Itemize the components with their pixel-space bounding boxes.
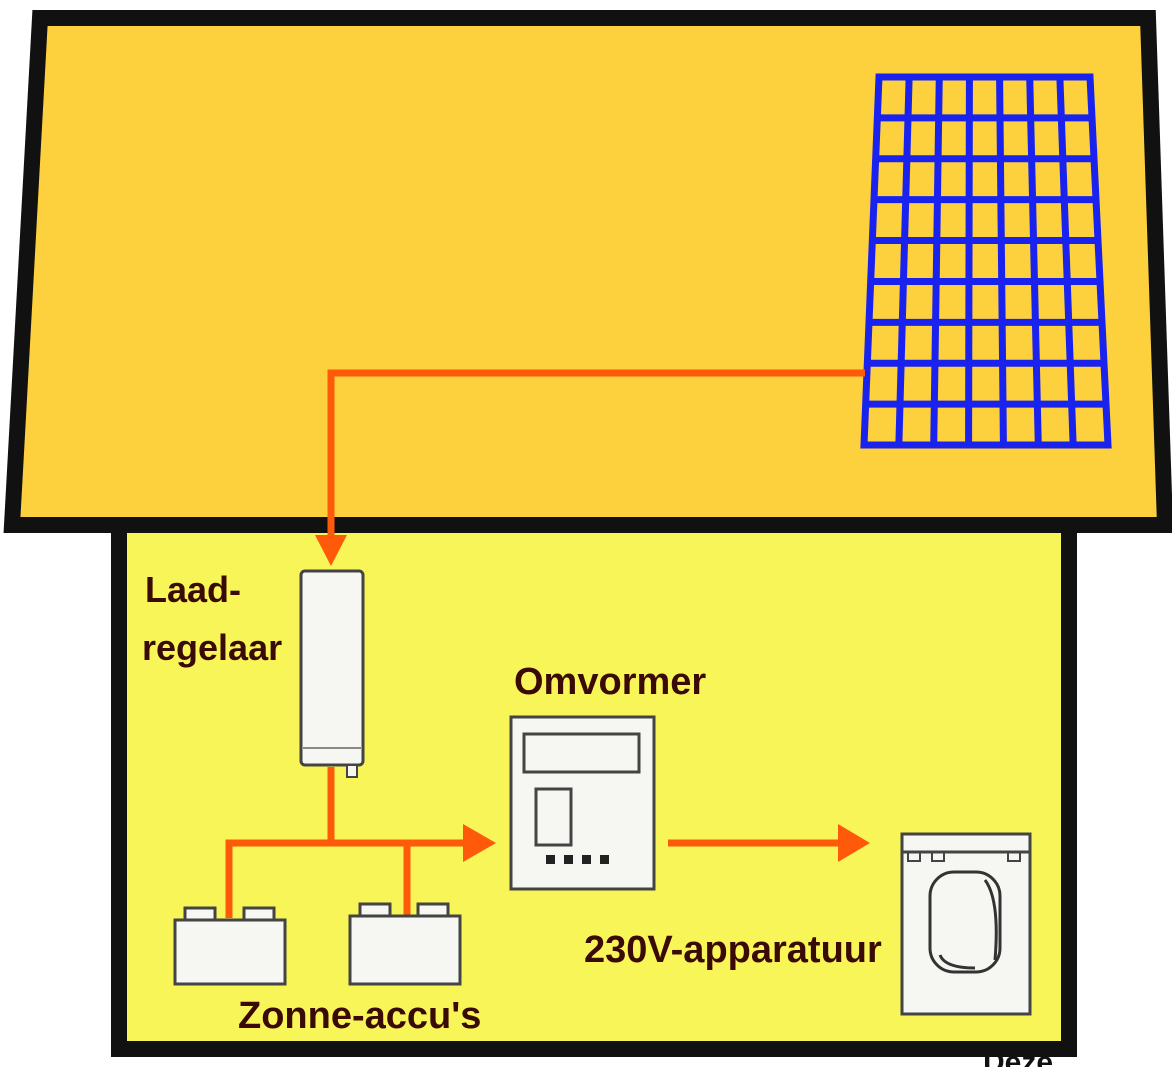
solar-panel-column-line bbox=[965, 76, 973, 446]
label-appliances: 230V-apparatuur bbox=[584, 929, 882, 971]
label-charge-controller-line1: Laad- bbox=[145, 569, 241, 610]
solar-panel bbox=[860, 73, 1112, 449]
cropped-caption: Deze bbox=[983, 1046, 1053, 1067]
wire-panel-to-controller bbox=[327, 369, 865, 548]
inverter bbox=[509, 715, 656, 891]
label-batteries: Zonne-accu's bbox=[238, 995, 481, 1037]
solar-panel-column-line bbox=[930, 76, 943, 446]
label-inverter: Omvormer bbox=[514, 661, 706, 703]
battery-right bbox=[348, 902, 462, 986]
roof bbox=[3, 9, 1172, 533]
arrowhead-right-appliance bbox=[838, 824, 870, 862]
battery-left bbox=[173, 906, 287, 986]
charge-controller bbox=[299, 569, 365, 778]
wiring bbox=[225, 369, 865, 918]
wire-bus-to-inverter bbox=[225, 839, 470, 918]
controller-connector bbox=[346, 764, 358, 778]
solar-panel-column-line bbox=[895, 76, 913, 446]
inverter-buttons bbox=[546, 855, 609, 864]
arrowhead-right-inverter bbox=[463, 824, 496, 862]
inverter-panel bbox=[534, 787, 573, 847]
washing-machine-icon bbox=[900, 832, 1032, 1016]
solar-panel-column-line bbox=[1026, 76, 1042, 446]
washing-machine-door bbox=[928, 870, 1002, 974]
solar-panel-column-line bbox=[996, 76, 1007, 446]
arrowhead-down-controller bbox=[315, 535, 347, 566]
arrowheads bbox=[315, 535, 870, 862]
label-charge-controller-line2: regelaar bbox=[142, 627, 282, 668]
solar-panel-column-line bbox=[1056, 76, 1077, 446]
inverter-display bbox=[522, 732, 641, 774]
